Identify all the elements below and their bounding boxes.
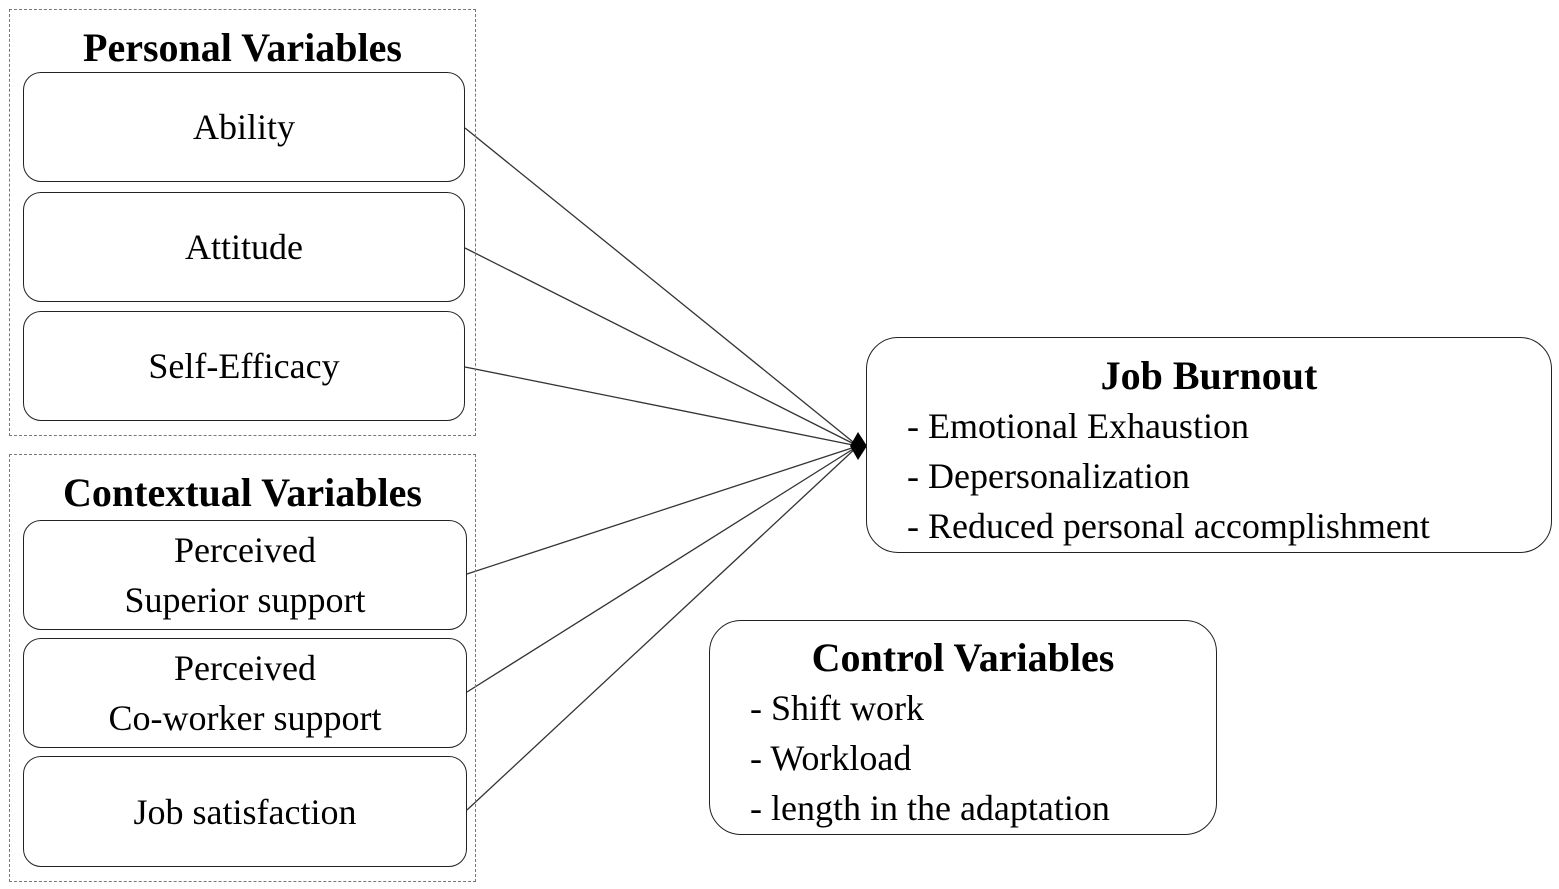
control-variables-box: Control Variables - Shift work - Workloa… — [709, 620, 1217, 835]
contextual-variables-group: Contextual Variables — [9, 454, 476, 882]
arrow-job-satisfaction-to-burnout — [466, 445, 859, 811]
list-item: - Workload — [750, 738, 912, 778]
job-satisfaction-box: Job satisfaction — [23, 756, 467, 867]
ability-box: Ability — [23, 72, 465, 182]
arrow-self-efficacy-to-burnout — [464, 366, 859, 447]
superior-support-box: Perceived Superior support — [23, 520, 467, 630]
arrow-ability-to-burnout — [464, 127, 859, 447]
personal-variables-title: Personal Variables — [83, 25, 402, 70]
arrow-superior-support-to-burnout — [466, 445, 859, 575]
job-burnout-title: Job Burnout — [1100, 353, 1318, 398]
self-efficacy-label: Self-Efficacy — [148, 346, 340, 386]
self-efficacy-box: Self-Efficacy — [23, 311, 465, 421]
arrowhead-icon — [850, 432, 867, 460]
job-satisfaction-label: Job satisfaction — [133, 791, 357, 832]
control-variables-list: - Shift work - Workload - length in the … — [750, 683, 1110, 833]
ability-label: Ability — [192, 107, 295, 147]
job-burnout-box: Job Burnout - Emotional Exhaustion - Dep… — [866, 337, 1552, 553]
attitude-label: Attitude — [185, 227, 303, 267]
attitude-box: Attitude — [23, 192, 465, 302]
coworker-support-box: Perceived Co-worker support — [23, 638, 467, 748]
coworker-support-label-line1: Perceived — [174, 648, 316, 688]
control-variables-title: Control Variables — [811, 635, 1115, 680]
personal-variables-group: Personal Variables — [9, 9, 476, 436]
list-item: - length in the adaptation — [750, 788, 1110, 828]
superior-support-label-line2: Superior support — [124, 580, 366, 620]
superior-support-label-line1: Perceived — [174, 530, 316, 570]
arrow-attitude-to-burnout — [464, 247, 859, 447]
job-burnout-list: - Emotional Exhaustion - Depersonalizati… — [907, 401, 1430, 551]
list-item: - Reduced personal accomplishment — [907, 506, 1430, 546]
list-item: - Emotional Exhaustion — [907, 406, 1249, 446]
list-item: - Shift work — [750, 688, 924, 728]
arrow-coworker-support-to-burnout — [466, 445, 859, 693]
coworker-support-label-line2: Co-worker support — [108, 698, 382, 738]
contextual-variables-title: Contextual Variables — [63, 470, 422, 515]
list-item: - Depersonalization — [907, 456, 1190, 496]
